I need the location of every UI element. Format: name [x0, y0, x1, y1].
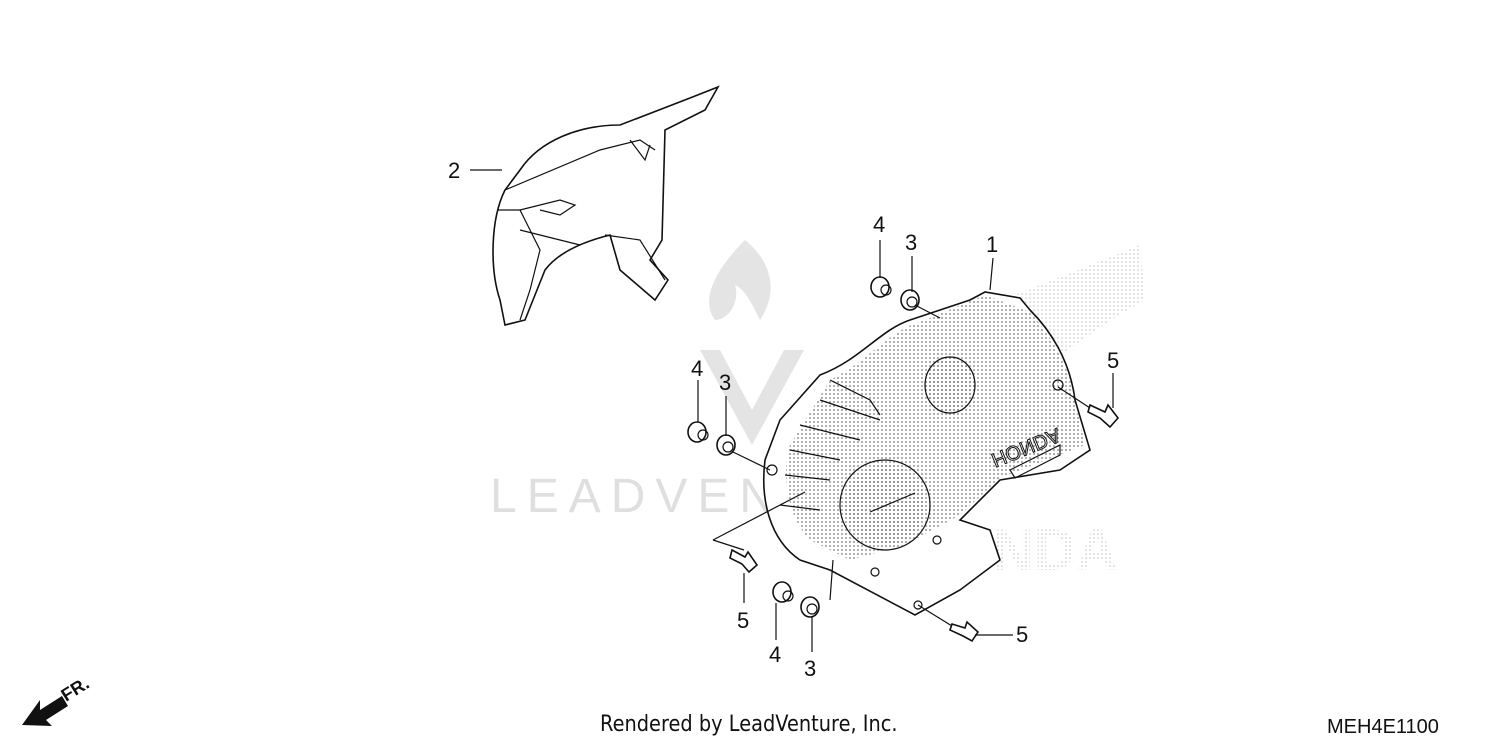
callout-5: 5: [737, 608, 749, 633]
watermark-v-icon: [700, 350, 804, 445]
leader-lines: [470, 169, 1114, 652]
part-1-cover: HONDA: [762, 291, 1091, 616]
callout-3: 3: [719, 370, 731, 395]
callout-3: 3: [804, 656, 816, 681]
watermark-flame-icon: [709, 240, 771, 320]
callout-1: 1: [986, 232, 998, 257]
callout-5: 5: [1107, 348, 1119, 373]
callout-4: 4: [873, 212, 885, 237]
callout-5: 5: [1016, 622, 1028, 647]
diagram-code: MEH4E1100: [1327, 716, 1439, 738]
fasteners: [687, 276, 1120, 643]
callout-3: 3: [905, 230, 917, 255]
callout-4: 4: [691, 356, 703, 381]
rendered-by-text: Rendered by LeadVenture, Inc.: [600, 712, 898, 737]
callout-2: 2: [448, 158, 460, 183]
callout-4: 4: [769, 642, 781, 667]
part-2-shroud: [492, 85, 720, 326]
arrow-icon: [22, 696, 68, 726]
front-direction-arrow: FR.: [22, 673, 93, 726]
callouts: 1 2 3 3 3 4 4 4 5 5 5: [448, 158, 1119, 681]
